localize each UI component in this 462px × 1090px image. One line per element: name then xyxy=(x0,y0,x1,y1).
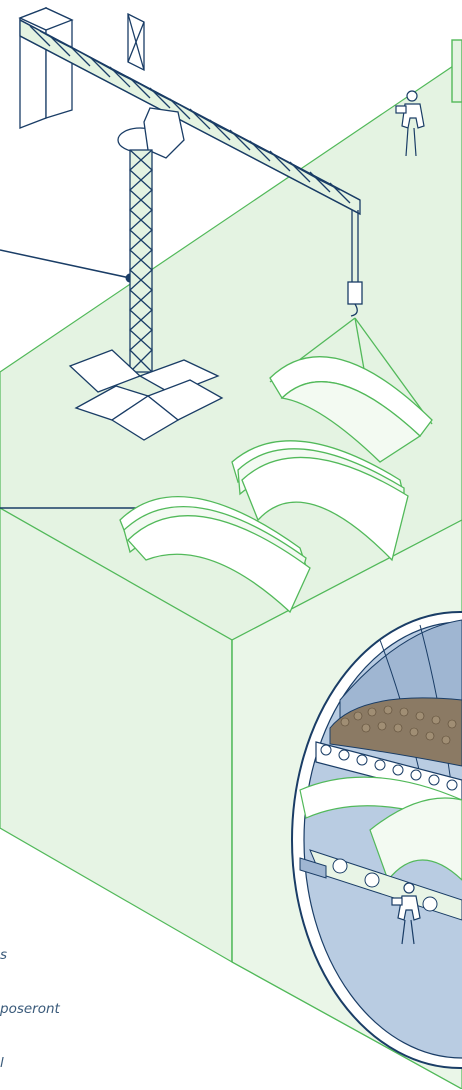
tower-crane-icon xyxy=(18,6,363,441)
caption-text: s poseront l xyxy=(0,910,120,1090)
section-bottom-edge xyxy=(231,961,462,1089)
callout-line-crane xyxy=(0,249,131,279)
caption-line: s xyxy=(0,947,8,963)
segment-stack-icon xyxy=(119,440,409,614)
tunnel-shield-icon xyxy=(291,611,462,1069)
worker-icon xyxy=(395,90,425,157)
worker-icon xyxy=(391,882,421,945)
building-edge xyxy=(451,39,462,103)
lifted-segment-icon xyxy=(269,317,433,463)
caption-line: l xyxy=(0,1055,4,1071)
caption-line: poseront xyxy=(0,1001,60,1017)
